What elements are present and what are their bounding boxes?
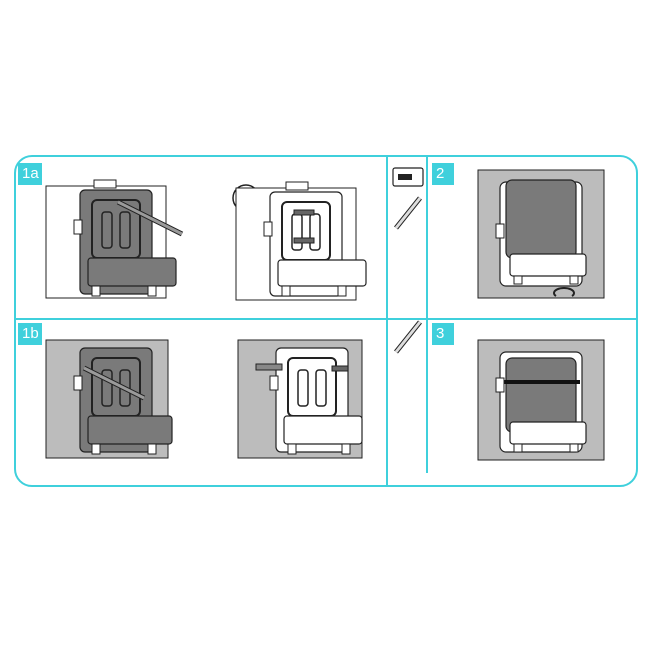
divider-horizontal-right bbox=[426, 318, 636, 320]
illustration-1a-drilling bbox=[226, 178, 376, 302]
step-badge-1b: 1b bbox=[18, 323, 42, 345]
tools-column bbox=[390, 162, 426, 362]
step-badge-3: 3 bbox=[432, 323, 454, 345]
illustration-1b-marking bbox=[44, 338, 174, 460]
divider-vertical-right bbox=[426, 157, 428, 473]
illustration-3-strapped bbox=[476, 338, 606, 462]
illustration-1a-marking bbox=[44, 178, 184, 302]
rotate-arrow-icon bbox=[553, 287, 575, 297]
divider-vertical-left bbox=[386, 157, 388, 485]
screw-icon bbox=[255, 363, 283, 371]
step-badge-2: 2 bbox=[432, 163, 454, 185]
divider-horizontal-left bbox=[16, 318, 426, 320]
illustration-2-mounted bbox=[476, 168, 606, 308]
instruction-frame bbox=[14, 155, 638, 487]
illustration-1b-drilling bbox=[236, 338, 366, 460]
step-badge-1a: 1a bbox=[18, 163, 42, 185]
